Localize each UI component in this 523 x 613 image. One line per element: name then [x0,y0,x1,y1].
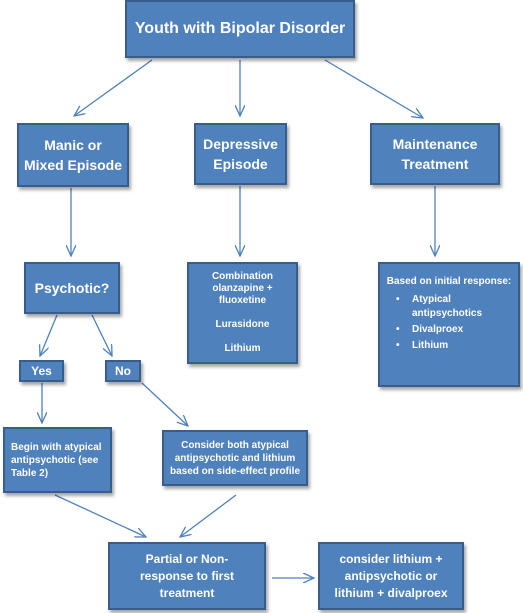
consider-line-3: lithium + divalproex [334,585,448,600]
maintenance-detail-heading: Based on initial response: [386,276,512,287]
both-line-2: antipsychotic and lithium [174,452,296,464]
consider-line-1: consider lithium + [339,551,443,566]
root-node: Youth with Bipolar Disorder [125,0,355,58]
depressive-line-1: Depressive [203,136,278,152]
no-label: No [115,364,131,378]
maintenance-detail-list: Atypical antipsychotics Divalproex Lithi… [386,293,512,353]
no-node: No [105,360,141,382]
maintenance-line-1: Maintenance [392,136,478,152]
combo-line-1: Combination [211,271,274,282]
combo-spacer-2 [212,331,273,343]
psychotic-label: Psychotic? [34,280,110,296]
maintenance-detail-item-2: Divalproex [386,323,512,337]
atypical-line-2: antipsychotic (see [11,454,99,466]
manic-line-1: Manic or [44,137,102,153]
manic-node: Manic or Mixed Episode [17,123,129,187]
consider-line-2: antipsychotic or [344,568,438,583]
combo-node: Combination olanzapine + fluoxetine Lura… [187,262,298,364]
partial-line-3: treatment [159,585,215,600]
atypical-line-3: Table 2) [11,467,49,479]
combo-line-5: Lurasidone [215,319,270,330]
depressive-node: Depressive Episode [194,123,287,185]
partial-line-2: response to first [139,568,235,583]
root-label: Youth with Bipolar Disorder [134,20,346,37]
atypical-node: Begin with atypical antipsychotic (see T… [3,427,112,493]
partial-node: Partial or Non- response to first treatm… [108,542,266,610]
yes-node: Yes [19,360,64,382]
arrow-psychotic-to-yes [40,314,58,356]
combo-line-2: olanzapine + [212,283,273,294]
maintenance-detail-node: Based on initial response: Atypical anti… [378,262,520,387]
arrow-root-to-manic [74,59,153,116]
arrow-both-to-partial [180,494,237,537]
both-line-3: based on side-effect profile [169,465,301,477]
manic-line-2: Mixed Episode [23,157,123,173]
arrow-root-to-maintenance [324,59,423,118]
depressive-line-2: Episode [213,156,268,172]
partial-line-1: Partial or Non- [145,551,229,566]
both-node: Consider both atypical antipsychotic and… [162,430,308,486]
both-line-1: Consider both atypical [181,439,289,451]
atypical-line-1: Begin with atypical [11,441,102,453]
combo-line-7: Lithium [224,343,261,354]
maintenance-node: Maintenance Treatment [370,123,500,185]
combo-spacer-1 [212,307,273,319]
yes-label: Yes [31,364,52,378]
maintenance-line-2: Treatment [401,156,469,172]
consider-node: consider lithium + antipsychotic or lith… [318,542,464,610]
arrow-psychotic-to-no [91,314,112,356]
arrow-atypical-to-partial [54,494,146,537]
psychotic-node: Psychotic? [24,262,120,314]
maintenance-detail-item-3: Lithium [386,339,512,353]
maintenance-detail-item-1: Atypical antipsychotics [386,293,512,321]
arrow-no-to-both [141,382,188,426]
combo-line-3: fluoxetine [218,295,267,306]
